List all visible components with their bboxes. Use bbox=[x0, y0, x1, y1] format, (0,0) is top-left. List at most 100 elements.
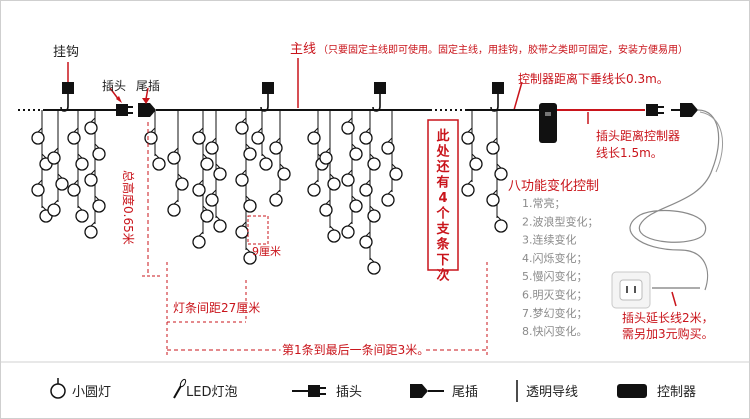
function-list: 1.常亮；2.波浪型变化；3.连续变化4.闪烁变化；5.慢闪变化；6.明灭变化；… bbox=[522, 196, 599, 338]
small-bulb-icon bbox=[367, 157, 381, 171]
plug-distance-line2: 线长1.5m。 bbox=[596, 146, 663, 160]
small-bulb-icon bbox=[192, 235, 206, 249]
legend-plug-icon bbox=[292, 385, 326, 397]
small-bulb-icon bbox=[200, 157, 214, 171]
main-line-label: 主线 bbox=[290, 42, 316, 57]
small-bulb-icon bbox=[486, 141, 500, 155]
extension-cable-b bbox=[699, 111, 723, 173]
extension-line2: 需另加3元购买。 bbox=[622, 326, 714, 341]
main-line-note: （只要固定主线即可使用。固定主线，用挂钩，胶带之类即可固定，安装方便易用） bbox=[318, 43, 688, 56]
legend-wire: 透明导线 bbox=[526, 385, 578, 400]
small-bulb-icon bbox=[175, 177, 189, 191]
function-item: 4.闪烁变化； bbox=[522, 251, 588, 265]
more-strands-char: 处 bbox=[435, 144, 450, 160]
wall-socket-icon bbox=[611, 271, 651, 309]
small-bulb-icon bbox=[381, 193, 395, 207]
small-bulb-icon bbox=[327, 177, 341, 191]
small-bulb-icon bbox=[319, 151, 333, 165]
hook-label: 挂钩 bbox=[53, 45, 79, 60]
extension-pointer bbox=[671, 291, 677, 307]
output-plug-icon bbox=[646, 104, 664, 116]
strands bbox=[31, 110, 508, 275]
function-item: 8.快闪变化。 bbox=[522, 324, 588, 338]
small-bulb-icon bbox=[251, 131, 265, 145]
legend-controller: 控制器 bbox=[657, 385, 696, 400]
small-bulb-icon bbox=[486, 193, 500, 207]
small-bulb-icon bbox=[494, 219, 508, 233]
small-bulb-icon bbox=[144, 131, 158, 145]
small-bulb-icon bbox=[200, 209, 214, 223]
small-bulb-icon bbox=[152, 157, 166, 171]
function-item: 7.梦幻变化； bbox=[522, 306, 588, 320]
tail-plug-pointer-arrow bbox=[142, 98, 150, 104]
light-strand bbox=[144, 110, 166, 171]
plug-label: 插头 bbox=[102, 79, 126, 93]
hook-icon bbox=[60, 82, 74, 112]
legend-plug: 插头 bbox=[336, 385, 362, 400]
strand-spacing-label: 灯条间距27厘米 bbox=[173, 301, 260, 315]
total-height-label: 总高度0.65米 bbox=[121, 170, 136, 245]
small-bulb-icon bbox=[349, 199, 363, 213]
legend-led-icon bbox=[173, 378, 187, 399]
more-strands-box bbox=[427, 119, 459, 271]
more-strands-char: 支 bbox=[435, 221, 450, 237]
small-bulb-icon bbox=[192, 183, 206, 197]
legend-tail-plug: 尾插 bbox=[452, 385, 478, 400]
light-strand bbox=[235, 110, 257, 265]
plug-distance-line1: 插头距离控制器 bbox=[596, 128, 680, 143]
more-strands-char: 下 bbox=[436, 253, 449, 268]
tail-plug-label: 尾插 bbox=[136, 79, 160, 93]
hook-icon bbox=[260, 82, 274, 112]
light-strand bbox=[47, 110, 69, 217]
small-bulb-icon bbox=[381, 141, 395, 155]
small-bulb-icon bbox=[341, 225, 355, 239]
light-strand bbox=[359, 110, 381, 275]
plug-pointer-arrow bbox=[116, 96, 122, 103]
small-bulb-icon bbox=[359, 183, 373, 197]
light-strand bbox=[319, 110, 341, 243]
small-bulb-icon bbox=[167, 203, 181, 217]
light-strand bbox=[192, 110, 214, 249]
small-bulb-icon bbox=[213, 219, 227, 233]
small-bulb-icon bbox=[47, 203, 61, 217]
small-bulb-icon bbox=[349, 147, 363, 161]
more-strands-char: 此 bbox=[436, 128, 449, 144]
tail-plug-icon bbox=[138, 103, 166, 117]
more-strands-char: 个 bbox=[435, 206, 450, 222]
small-bulb-icon bbox=[235, 173, 249, 187]
small-bulb-icon bbox=[67, 131, 81, 145]
small-bulb-icon bbox=[494, 167, 508, 181]
small-bulb-icon bbox=[319, 203, 333, 217]
function-item: 3.连续变化 bbox=[522, 233, 577, 247]
extension-socket-icon bbox=[671, 103, 698, 117]
light-strand bbox=[31, 110, 53, 223]
hooks bbox=[60, 82, 504, 112]
small-bulb-icon bbox=[31, 131, 45, 145]
small-bulb-icon bbox=[269, 141, 283, 155]
light-strand bbox=[167, 110, 189, 217]
more-strands-char: 条 bbox=[436, 237, 450, 253]
controller-button bbox=[545, 112, 551, 116]
small-bulb-icon bbox=[31, 183, 45, 197]
small-bulb-icon bbox=[307, 183, 321, 197]
light-strand bbox=[251, 110, 273, 171]
small-bulb-icon bbox=[205, 193, 219, 207]
tail-plug-pointer bbox=[145, 87, 149, 100]
small-bulb-icon bbox=[243, 199, 257, 213]
small-bulb-icon bbox=[259, 157, 273, 171]
small-bulb-icon bbox=[359, 131, 373, 145]
controller-icon bbox=[539, 103, 557, 143]
small-bulb-icon bbox=[367, 209, 381, 223]
small-bulb-icon bbox=[67, 183, 81, 197]
small-bulb-icon bbox=[389, 167, 403, 181]
small-bulb-icon bbox=[269, 193, 283, 207]
small-bulb-icon bbox=[235, 225, 249, 239]
small-bulb-icon bbox=[461, 183, 475, 197]
more-strands-char: 4 bbox=[438, 191, 447, 206]
light-strand bbox=[67, 110, 89, 223]
small-bulb-icon bbox=[192, 131, 206, 145]
light-strand bbox=[381, 110, 403, 207]
small-bulb-icon bbox=[75, 157, 89, 171]
